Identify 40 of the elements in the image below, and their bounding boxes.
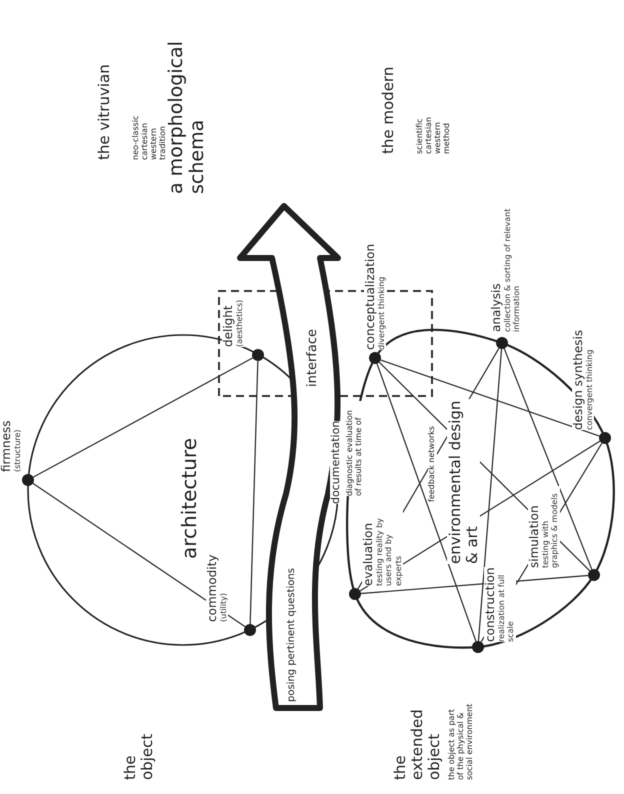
vertex-label: construction: [484, 567, 498, 642]
vertex-description: testing with graphics & models: [541, 486, 560, 568]
vertex-label: conceptualization: [364, 244, 378, 350]
note: diagnostic evaluation of results at time of: [346, 401, 364, 496]
vertex-label: commodity: [206, 554, 220, 622]
note: feedback networks: [428, 426, 437, 502]
vertex-description: (aesthetics): [235, 300, 244, 347]
connector-line: [376, 363, 477, 642]
connector-line: [504, 348, 592, 570]
diagram-title: a morphological schema: [166, 40, 208, 194]
vertex-dot: [369, 352, 381, 364]
vertex-label: delight: [222, 305, 236, 347]
vertex-dot: [22, 474, 34, 486]
vertex-dot: [496, 337, 508, 349]
vertex-description: divergent thinking: [377, 276, 386, 350]
vertex-description: convergent thinking: [585, 350, 594, 430]
vertex-description: (structure): [13, 429, 22, 472]
vertex-label: analysis: [490, 283, 504, 332]
vertex-label: design synthesis: [572, 330, 586, 430]
circle-title: environmental design & art: [447, 399, 480, 564]
vertex-label: firmness: [0, 420, 14, 472]
vertex-dot: [244, 624, 256, 636]
vertex-label: evaluation: [362, 522, 376, 586]
note: documentation: [330, 420, 342, 504]
connector-line: [478, 348, 502, 642]
vertex-description: (utility): [219, 593, 228, 622]
connector-line: [32, 357, 254, 478]
vertex-dot: [588, 569, 600, 581]
vertex-dot: [349, 588, 361, 600]
connector-line: [360, 574, 588, 594]
note: interface: [306, 329, 321, 387]
vertex-dot: [252, 349, 264, 361]
vertex-description: testing reality by users and by experts: [375, 508, 403, 586]
note: posing pertinent questions: [286, 568, 298, 702]
connector-line: [380, 359, 600, 437]
vertex-dot: [599, 432, 611, 444]
vertex-label: simulation: [528, 505, 542, 568]
connector-line: [32, 482, 246, 628]
vertex-dot: [472, 641, 484, 653]
connector-line: [250, 360, 258, 624]
